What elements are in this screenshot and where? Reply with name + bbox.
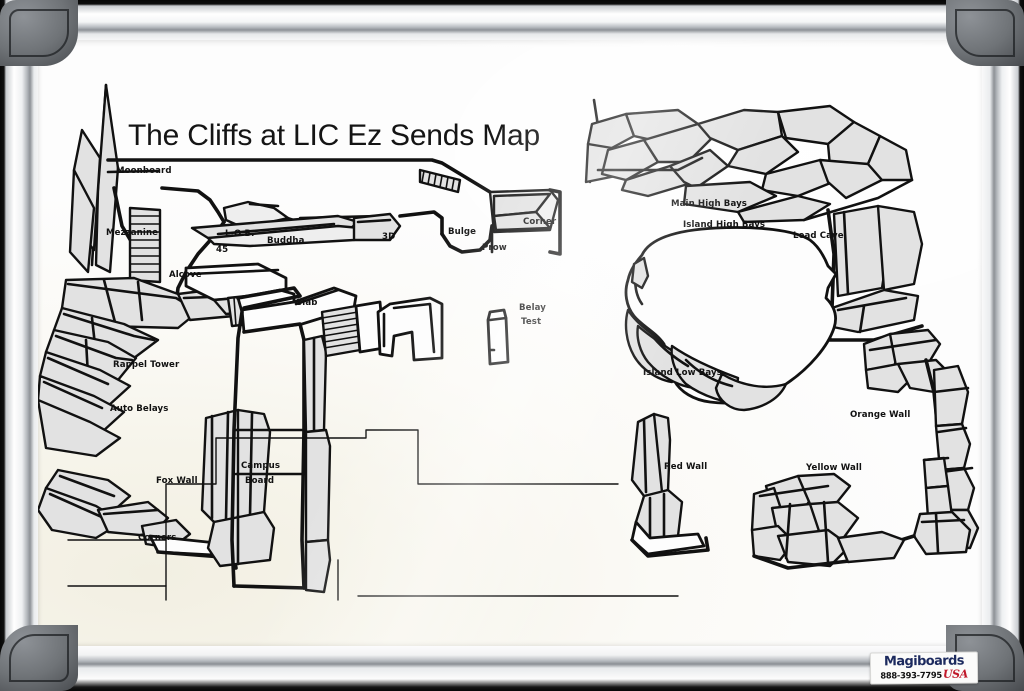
manufacturer-logo: Magiboards 888-393-7795 USA [869,651,979,685]
map-label-belay-test-2: Test [521,317,541,327]
map-label-belay-test-1: Belay [519,303,546,313]
island [624,226,838,412]
frame-corner-top-right [946,0,1024,66]
map-label-three-d: 3D [382,232,395,242]
map-label-fox-wall: Fox Wall [156,476,198,486]
map-label-red-wall: Red Wall [664,462,707,472]
map-label-orange-wall: Orange Wall [850,410,910,420]
logo-country: USA [942,667,968,681]
yellow-wall [750,472,916,570]
map-label-bulge: Bulge [448,227,476,237]
map-title: The Cliffs at LIC Ez Sends Map [128,119,540,152]
map-label-lob: L.O.B. [225,229,255,239]
building-outline [67,429,679,601]
map-label-prow: Prow [482,243,507,253]
map-label-auto-belays: Auto Belays [110,404,168,414]
moonboard-wall [106,158,492,194]
map-label-yellow-wall: Yellow Wall [805,463,862,473]
map-label-main-high-bays: Main High Bays [671,199,747,209]
red-wall [630,412,710,558]
slab-stairs [320,300,386,358]
frame-rail-left [0,0,42,691]
hook-wall [376,296,444,362]
orange-wall [862,328,980,556]
auto-belays [38,328,138,458]
map-label-corner: Corner [523,217,557,227]
frame-corner-top-left [0,0,78,66]
frame-corner-bottom-left [0,625,78,691]
frame-rail-right [980,0,1024,691]
map-label-lead-cave: Lead Cave [793,231,844,241]
lead-cave [826,204,924,342]
map-label-rappel-tower: Rappel Tower [113,360,180,370]
prow-corner [398,188,562,256]
map-label-mezzanine: Mezzanine [106,228,158,238]
map-label-campus-board-2: Board [245,476,274,486]
fox-wall [200,408,276,568]
frame-rail-top [0,0,1024,46]
map-label-moonboard: Moonboard [116,166,172,176]
main-high-bays [584,98,914,224]
map-label-campus-board-1: Campus [241,461,280,471]
frame-rail-bottom [0,639,1024,691]
belay-test-column [486,308,510,366]
map-label-forty-five: 45 [216,245,228,255]
map-label-slab: Slab [296,298,318,308]
map-label-island-low-bays: Island Low Bays [643,368,722,378]
map-label-corners: Corners [138,533,176,543]
map-label-alcove: Alcove [169,270,202,280]
map-label-buddha: Buddha [267,236,305,246]
map-label-island-high-bays: Island High Bays [683,220,765,230]
three-d-bulge [190,212,402,248]
bulge-hatch [418,168,462,194]
slab-campus-block [230,286,358,594]
moonboard-leader [106,169,160,174]
mezzanine-stairs [128,206,162,284]
logo-phone: 888-393-7795 [880,669,942,681]
moonboard-spire [68,83,120,274]
